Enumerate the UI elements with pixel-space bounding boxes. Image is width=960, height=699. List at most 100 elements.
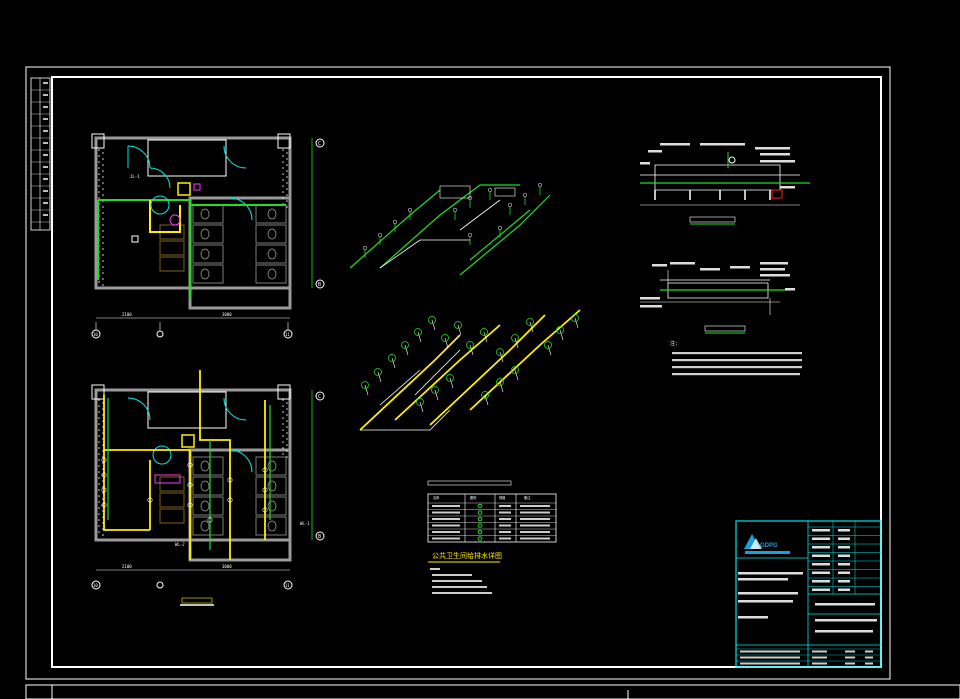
wall-hatch-dot <box>102 260 104 262</box>
wall-hatch-dot <box>282 441 284 443</box>
toilet-fixture-icon <box>267 500 277 512</box>
toilet-stall <box>192 456 224 476</box>
fixture-node-icon <box>497 225 503 231</box>
legend-note-mark <box>430 568 440 570</box>
urinal-partition <box>159 240 185 256</box>
wall-hatch-dot <box>282 161 284 163</box>
wall-hatch-dot <box>102 206 104 208</box>
note-text-mark <box>672 359 802 362</box>
toilet-fixture-icon <box>267 208 277 220</box>
wall-hatch-dot <box>98 531 100 533</box>
section-detail-2[interactable] <box>640 262 795 334</box>
notes-block: 注: <box>670 340 802 376</box>
title-value-mark <box>838 563 850 566</box>
drain-branch <box>559 329 564 341</box>
annotation-text-mark <box>640 297 660 300</box>
legend-spec-mark <box>499 524 511 527</box>
fixture-bubble-icon <box>431 386 439 394</box>
floor-drain-icon <box>101 502 107 508</box>
wall-hatch-dot <box>282 411 284 413</box>
logo-text: GDPG <box>760 543 778 549</box>
isometric-drain-system[interactable] <box>359 309 581 431</box>
wall-hatch-dot <box>102 212 104 214</box>
toilet-stall <box>255 496 287 516</box>
wall-hatch-dot <box>102 230 104 232</box>
legend-name-mark <box>432 505 460 507</box>
legend-col-name: 名称 <box>433 495 440 500</box>
fixture-bubble-icon <box>526 318 534 326</box>
wall-hatch-dot <box>98 405 100 407</box>
toilet-stall <box>192 224 224 244</box>
wall-hatch-dot <box>102 164 104 166</box>
fixture-bubble-icon <box>556 326 564 334</box>
wall-hatch-dot <box>282 423 284 425</box>
bottom-text-mark <box>812 650 827 653</box>
wall-hatch-dot <box>286 420 288 422</box>
wall-hatch-dot <box>98 191 100 193</box>
title-value-mark <box>838 588 850 591</box>
bottom-text-mark <box>865 650 873 653</box>
annotation-text-mark <box>660 143 690 146</box>
strip-text-mark <box>43 166 48 168</box>
annotation-text-mark <box>700 268 720 271</box>
fixture-node-icon <box>467 232 473 238</box>
urinal-partition <box>159 492 185 508</box>
fixture-bubble-icon <box>496 348 504 356</box>
fixture-bubble-icon <box>416 398 424 406</box>
fixture-node-icon <box>392 219 398 225</box>
urinal-partition <box>159 476 185 492</box>
annotation-text-mark <box>730 266 750 269</box>
legend-remark-mark <box>520 531 550 533</box>
toilet-stall <box>255 264 287 284</box>
title-value-mark <box>838 580 850 583</box>
section-detail-1[interactable] <box>640 143 810 225</box>
strip-text-mark <box>43 178 48 180</box>
pipe-tag-lower-2: WL-2 <box>175 542 185 547</box>
title-value-mark <box>838 537 850 540</box>
title-text-mark <box>738 592 798 595</box>
legend-name-mark <box>432 537 460 540</box>
toilet-stall <box>255 204 287 224</box>
wall-hatch-dot <box>286 158 288 160</box>
title-field-mark <box>812 529 830 532</box>
legend-name-mark <box>432 531 460 533</box>
fixture-node-icon <box>377 232 383 238</box>
wall-hatch-dot <box>98 495 100 497</box>
wall-hatch-dot <box>98 519 100 521</box>
floor-drain-icon <box>187 462 193 468</box>
fixture-bubble-icon <box>428 316 436 324</box>
plan-lower[interactable]: 2100 3000 C B 10 11 WL-1 WL-2 <box>91 370 325 606</box>
fixture-bubble-icon <box>401 341 409 349</box>
isometric-supply-system[interactable] <box>349 182 551 276</box>
wall-hatch-dot <box>102 278 104 280</box>
wall-hatch-dot <box>102 284 104 286</box>
wall-hatch-dot <box>286 170 288 172</box>
wall-hatch-dot <box>286 426 288 428</box>
wall-hatch-dot <box>286 200 288 202</box>
bottom-text-mark <box>845 656 855 659</box>
wall-hatch-dot <box>282 149 284 151</box>
dim-lower-1: 2100 <box>122 564 132 569</box>
fixture-node-icon <box>407 207 413 213</box>
toilet-stall <box>255 476 287 496</box>
toilet-stall <box>255 516 287 536</box>
wall-hatch-dot <box>282 167 284 169</box>
toilet-fixture-icon <box>267 520 277 532</box>
axis-bubble-b: B <box>318 282 321 288</box>
plan-upper[interactable]: 2100 3000 C B 10 11 JL-1 <box>91 133 325 339</box>
legend-symbol-icon <box>477 529 483 535</box>
drain-branch <box>417 331 422 343</box>
drain-branch <box>377 371 382 383</box>
toilet-stall <box>192 516 224 536</box>
wall-hatch-dot <box>98 179 100 181</box>
wall-hatch-dot <box>282 435 284 437</box>
bottom-text-mark <box>740 656 800 659</box>
strip-text-mark <box>43 214 48 216</box>
title-value-mark <box>838 529 850 532</box>
note-text-mark <box>672 366 802 369</box>
annotation-text-mark <box>648 150 662 153</box>
floor-drain-icon <box>101 472 107 478</box>
wall-hatch-dot <box>98 465 100 467</box>
fixture-node-icon <box>487 187 493 193</box>
